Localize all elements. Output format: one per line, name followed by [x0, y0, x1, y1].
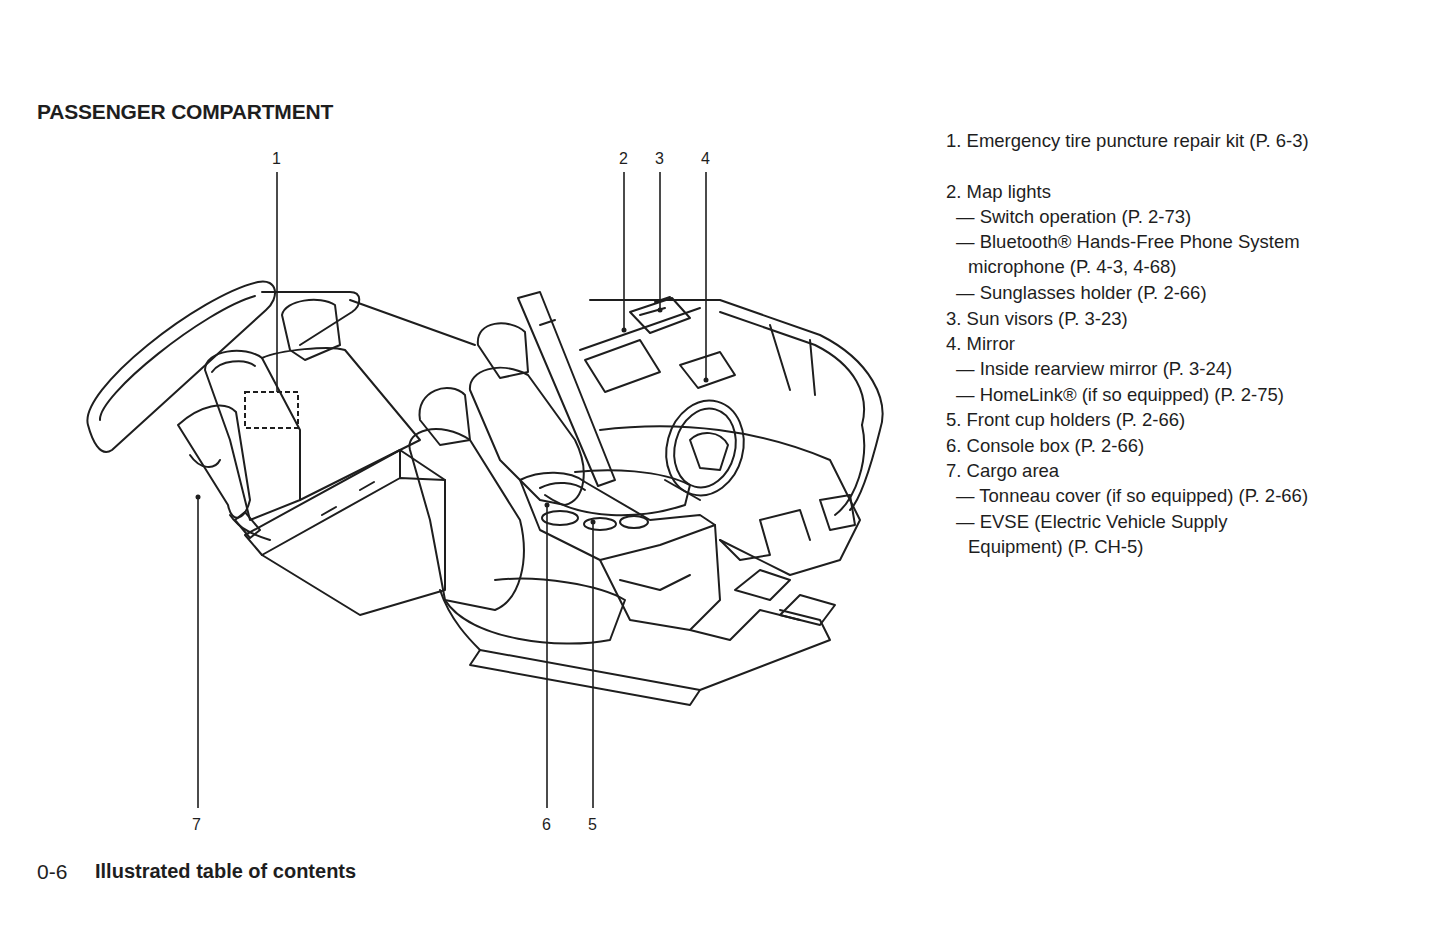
- line-art: [666, 402, 745, 495]
- list-sub-item: — Bluetooth® Hands-Free Phone System mic…: [956, 229, 1388, 279]
- list-item: 7. Cargo area: [946, 458, 1398, 483]
- line-art: [262, 478, 445, 555]
- list-item: 6. Console box (P. 2-66): [946, 433, 1398, 458]
- leader-lines: [198, 172, 706, 808]
- line-art: [190, 455, 220, 467]
- callout-number: 1: [270, 150, 283, 168]
- section-title: PASSENGER COMPARTMENT: [37, 99, 333, 124]
- line-art: [87, 281, 275, 451]
- callout-number: 6: [540, 816, 553, 834]
- callout-number: 2: [617, 150, 630, 168]
- line-art: [620, 575, 690, 590]
- list-item: 3. Sun visors (P. 3-23): [946, 306, 1398, 331]
- callout-number: 5: [586, 816, 599, 834]
- list-sub-item: — Sunglasses holder (P. 2-66): [956, 280, 1408, 305]
- list-sub-item: — HomeLink® (if so equipped) (P. 2-75): [956, 382, 1408, 407]
- line-art: [540, 483, 585, 490]
- line-art: [622, 328, 627, 333]
- line-art: [178, 406, 250, 518]
- line-art: [592, 522, 594, 808]
- list-sub-item: — EVSE (Electric Vehicle Supply Equipmen…: [956, 509, 1288, 559]
- line-art: [665, 480, 700, 500]
- page-number: 0-6: [37, 859, 67, 884]
- line-art: [245, 450, 445, 615]
- line-art: [518, 292, 615, 486]
- line-art: [580, 308, 700, 350]
- line-art: [584, 518, 616, 530]
- line-art: [656, 392, 754, 504]
- line-art: [399, 450, 401, 478]
- list-item: 2. Map lights: [946, 179, 1398, 204]
- list-sub-item: — Tonneau cover (if so equipped) (P. 2-6…: [956, 483, 1408, 508]
- line-art: [520, 473, 715, 560]
- line-art: [720, 312, 864, 425]
- line-art: [600, 525, 720, 630]
- list-item: 4. Mirror: [946, 331, 1398, 356]
- line-art: [680, 352, 735, 388]
- list-item: 1. Emergency tire puncture repair kit (P…: [946, 128, 1328, 153]
- footer-title: Illustrated table of contents: [95, 859, 356, 884]
- list-item: 5. Front cup holders (P. 2-66): [946, 407, 1398, 432]
- line-art: [591, 520, 596, 525]
- line-art: [546, 505, 548, 808]
- line-art: [470, 650, 700, 705]
- line-art: [659, 172, 661, 310]
- line-art: [620, 516, 648, 528]
- callout-number: 4: [699, 150, 712, 168]
- line-art: [640, 297, 670, 315]
- leader-dots: [196, 308, 709, 525]
- line-art: [205, 351, 300, 520]
- line-art: [440, 590, 480, 650]
- line-art: [445, 579, 625, 644]
- line-art: [100, 296, 255, 420]
- line-art: [212, 361, 255, 372]
- line-art: [704, 378, 709, 383]
- line-art: [197, 497, 199, 808]
- line-art: [735, 570, 790, 600]
- hidden-item-marker: [245, 392, 298, 428]
- line-art: [658, 308, 663, 313]
- line-art: [410, 429, 524, 610]
- line-art: [835, 425, 864, 515]
- line-art: [276, 172, 278, 392]
- line-art: [196, 495, 201, 500]
- line-art: [470, 368, 584, 505]
- line-art: [235, 512, 260, 538]
- line-art: [350, 300, 475, 345]
- callout-number: 3: [653, 150, 666, 168]
- line-art: [545, 470, 690, 515]
- line-art: [690, 610, 800, 640]
- car-outline: [87, 281, 882, 705]
- line-art: [322, 482, 374, 515]
- line-art: [690, 433, 728, 470]
- line-art: [623, 172, 625, 330]
- list-sub-item: — Switch operation (P. 2-73): [956, 204, 1408, 229]
- line-art: [780, 595, 835, 625]
- callout-number: 7: [190, 816, 203, 834]
- list-sub-item: — Inside rearview mirror (P. 3-24): [956, 356, 1408, 381]
- line-art: [262, 348, 420, 500]
- line-art: [720, 510, 810, 560]
- line-art: [770, 325, 815, 395]
- line-art: [545, 503, 550, 508]
- line-art: [600, 426, 860, 575]
- line-art: [585, 340, 660, 392]
- line-art: [705, 172, 707, 380]
- line-art: [540, 320, 555, 325]
